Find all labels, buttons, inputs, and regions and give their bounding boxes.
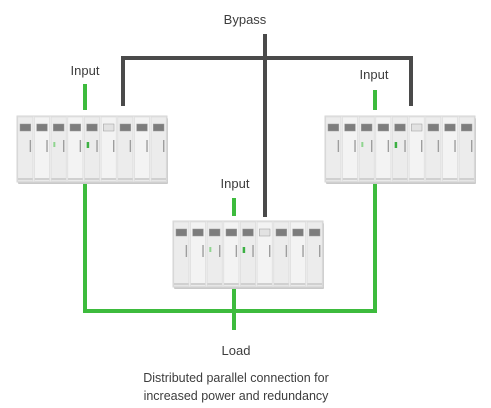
power-wiring xyxy=(83,84,377,330)
bypass-label: Bypass xyxy=(223,12,267,27)
input-label-left: Input xyxy=(70,63,100,78)
ups-unit-center xyxy=(172,220,324,289)
load-label: Load xyxy=(221,343,251,358)
caption-line-2: increased power and redundancy xyxy=(143,389,329,403)
ups-unit-left xyxy=(16,115,168,184)
caption-line-1: Distributed parallel connection for xyxy=(143,371,329,385)
bypass-wiring xyxy=(121,34,413,217)
input-label-right: Input xyxy=(359,67,389,82)
ups-unit-right xyxy=(324,115,476,184)
input-label-center: Input xyxy=(220,176,250,191)
load-bus xyxy=(83,184,377,313)
diagram-caption: Distributed parallel connection for incr… xyxy=(86,369,386,405)
